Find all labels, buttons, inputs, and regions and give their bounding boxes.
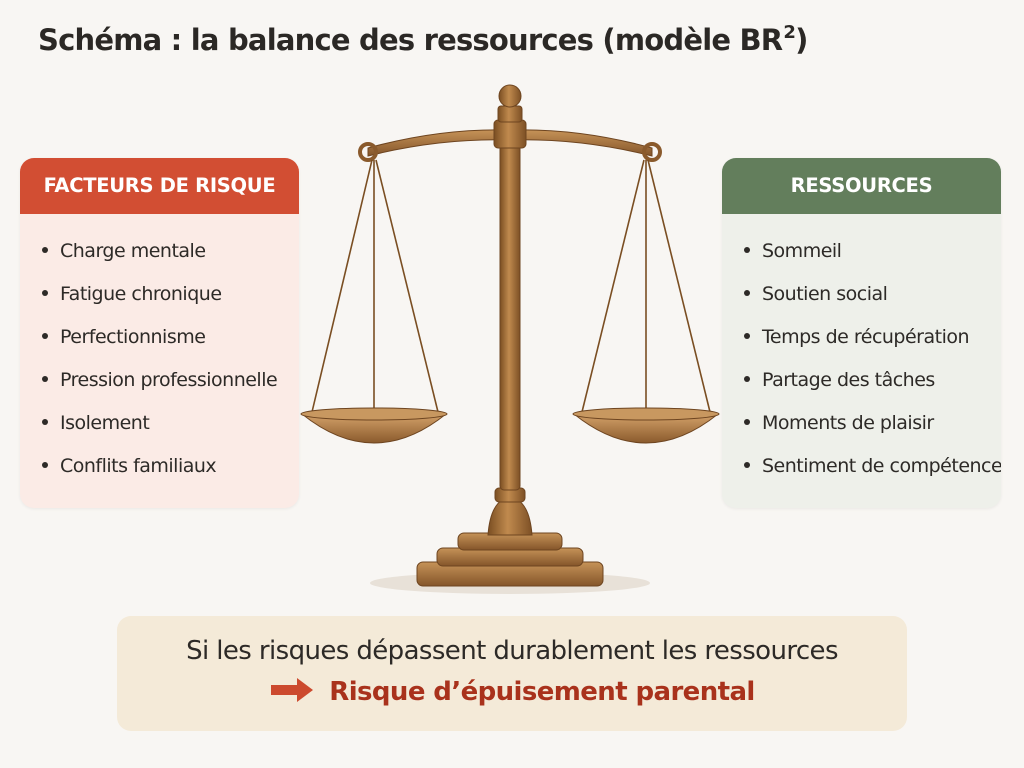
bullet-icon xyxy=(42,289,48,296)
list-item: Fatigue chronique xyxy=(42,279,299,322)
bullet-icon xyxy=(744,375,750,382)
risk-factors-list: Charge mentale Fatigue chronique Perfect… xyxy=(20,214,299,494)
risk-factors-panel: FACTEURS DE RISQUE Charge mentale Fatigu… xyxy=(20,158,299,508)
page-title: Schéma : la balance des ressources (modè… xyxy=(38,22,808,57)
list-item: Pression professionnelle xyxy=(42,365,299,408)
bullet-icon xyxy=(744,332,750,339)
bullet-icon xyxy=(42,418,48,425)
title-text: Schéma : la balance des ressources (modè… xyxy=(38,23,783,57)
bullet-icon xyxy=(42,246,48,253)
list-item-label: Sommeil xyxy=(762,240,842,262)
conclusion-outcome-text: Risque d’épuisement parental xyxy=(329,677,755,707)
balance-scale-icon xyxy=(300,84,720,594)
beam-end-right xyxy=(642,142,662,162)
conclusion-outcome: Risque d’épuisement parental xyxy=(117,677,907,707)
list-item-label: Perfectionnisme xyxy=(60,326,206,348)
list-item: Sommeil xyxy=(744,236,1001,279)
conclusion-box: Si les risques dépassent durablement les… xyxy=(117,616,907,731)
bullet-icon xyxy=(744,246,750,253)
bullet-icon xyxy=(42,332,48,339)
resources-heading: RESSOURCES xyxy=(722,158,1001,214)
scale-chains-left xyxy=(311,159,439,413)
scale-base xyxy=(416,487,604,587)
resources-list: Sommeil Soutien social Temps de récupéra… xyxy=(722,214,1001,494)
list-item: Perfectionnisme xyxy=(42,322,299,365)
scale-pole xyxy=(499,137,521,491)
list-item-label: Isolement xyxy=(60,412,150,434)
list-item-label: Sentiment de compétence xyxy=(762,455,1001,477)
bullet-icon xyxy=(42,375,48,382)
conclusion-condition: Si les risques dépassent durablement les… xyxy=(186,636,838,666)
list-item-label: Fatigue chronique xyxy=(60,283,222,305)
scale-top-ornament xyxy=(493,84,527,149)
bullet-icon xyxy=(744,461,750,468)
title-superscript: 2 xyxy=(783,22,796,43)
scale-beam xyxy=(367,129,653,157)
list-item: Moments de plaisir xyxy=(744,408,1001,451)
list-item: Partage des tâches xyxy=(744,365,1001,408)
list-item: Isolement xyxy=(42,408,299,451)
list-item: Conflits familiaux xyxy=(42,451,299,494)
list-item-label: Soutien social xyxy=(762,283,888,305)
title-closing: ) xyxy=(795,23,808,57)
risk-factors-heading: FACTEURS DE RISQUE xyxy=(20,158,299,214)
list-item: Soutien social xyxy=(744,279,1001,322)
bullet-icon xyxy=(744,289,750,296)
right-arrow-icon xyxy=(271,677,314,702)
list-item-label: Conflits familiaux xyxy=(60,455,217,477)
list-item: Sentiment de compétence xyxy=(744,451,1001,494)
resources-panel: RESSOURCES Sommeil Soutien social Temps … xyxy=(722,158,1001,508)
beam-end-left xyxy=(358,142,378,162)
list-item-label: Partage des tâches xyxy=(762,369,935,391)
scale-chains-right xyxy=(581,159,711,413)
list-item-label: Moments de plaisir xyxy=(762,412,934,434)
list-item: Temps de récupération xyxy=(744,322,1001,365)
list-item-label: Pression professionnelle xyxy=(60,369,278,391)
list-item-label: Temps de récupération xyxy=(762,326,970,348)
bullet-icon xyxy=(42,461,48,468)
list-item-label: Charge mentale xyxy=(60,240,206,262)
scale-pan-left xyxy=(300,407,448,444)
scale-pan-right xyxy=(572,407,720,444)
list-item: Charge mentale xyxy=(42,236,299,279)
bullet-icon xyxy=(744,418,750,425)
